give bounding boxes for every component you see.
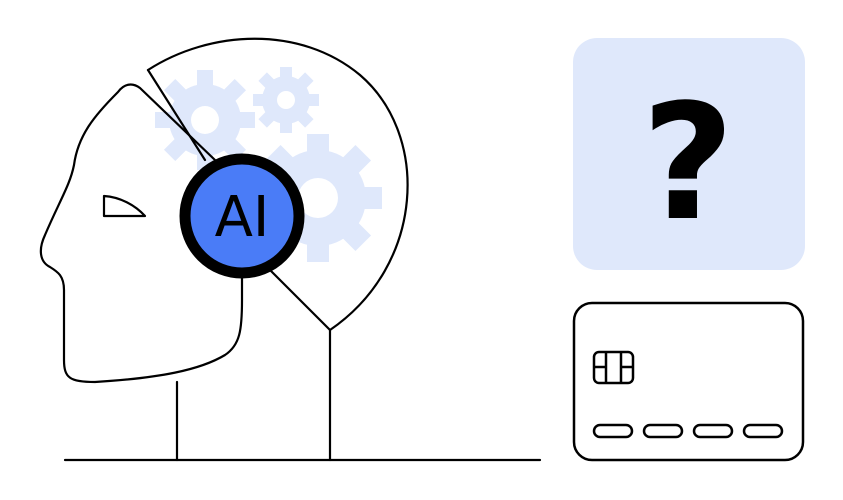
card-number-group: [742, 423, 784, 439]
gear-icon: [155, 70, 255, 170]
head-divider: [146, 68, 207, 162]
eye-icon: [102, 194, 147, 218]
question-mark-icon: ?: [642, 69, 735, 256]
question-box: ?: [573, 38, 805, 270]
gear-icon: [253, 67, 319, 133]
head-back-outline: [146, 37, 409, 332]
card-number-group: [692, 423, 734, 439]
credit-card-icon: [572, 301, 805, 462]
ai-badge-label: AI: [215, 185, 270, 250]
ai-badge: AI: [179, 153, 305, 279]
chip-icon: [592, 350, 635, 385]
card-number-group: [642, 423, 684, 439]
face-outline: [39, 83, 244, 384]
card-number-group: [592, 423, 634, 439]
